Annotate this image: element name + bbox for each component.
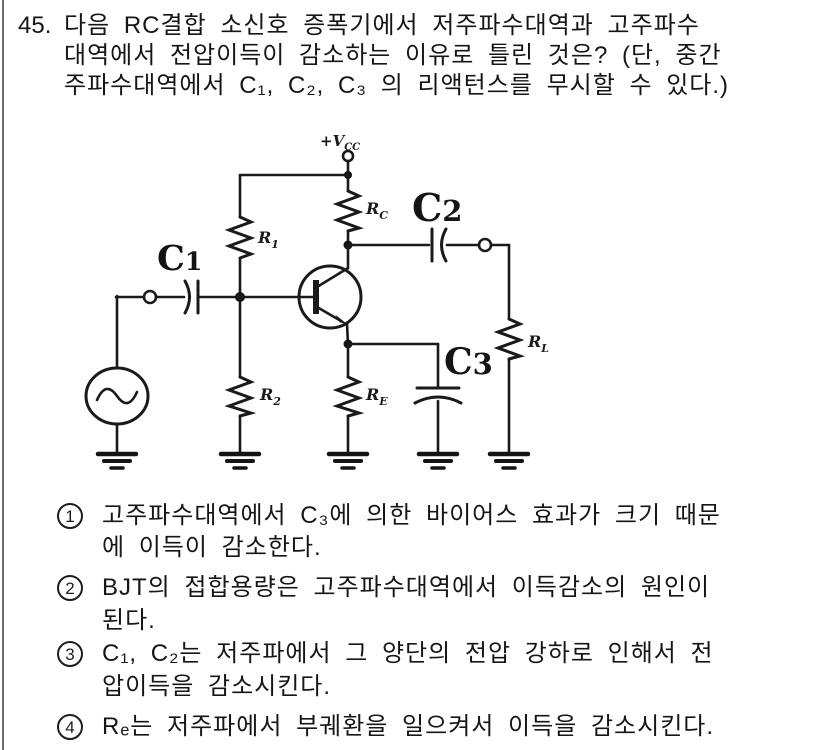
ground-symbol-rl bbox=[487, 451, 531, 470]
resistor-rl: RL bbox=[493, 243, 549, 454]
question-text-line1: 다음 RC결합 소신호 증폭기에서 저주파수대역과 고주파수 bbox=[64, 12, 700, 39]
svg-text:+VCC: +VCC bbox=[320, 132, 360, 153]
resistor-rc: RC bbox=[332, 173, 388, 246]
capacitor-c1: C1 bbox=[154, 238, 242, 315]
svg-text:C3: C3 bbox=[444, 341, 493, 383]
question-text-line3: 주파수대역에서 C₁, C₂, C₃ 의 리액턴스를 무시할 수 있다.) bbox=[64, 72, 730, 99]
svg-text:C1: C1 bbox=[157, 238, 202, 279]
svg-text:RE: RE bbox=[365, 385, 388, 408]
ground-symbol-c3 bbox=[416, 451, 460, 470]
ground-symbol-source bbox=[95, 451, 139, 470]
svg-text:R1: R1 bbox=[257, 228, 279, 251]
option-3-number: 3 bbox=[57, 641, 83, 667]
page-border-line bbox=[2, 0, 4, 750]
option-4-number: 4 bbox=[57, 714, 83, 740]
input-terminal bbox=[142, 289, 158, 305]
output-terminal bbox=[477, 237, 493, 253]
resistor-re: RE bbox=[332, 342, 388, 454]
option-1-text-line2: 에 이득이 감소한다. bbox=[102, 534, 322, 561]
resistor-r2: R2 bbox=[224, 295, 281, 454]
question-number: 45. bbox=[18, 12, 52, 39]
svg-text:C2: C2 bbox=[412, 185, 462, 230]
emitter-arrow bbox=[335, 314, 347, 324]
option-1-number: 1 bbox=[57, 503, 83, 529]
ac-source-icon bbox=[84, 294, 150, 454]
ground-symbol-r2 bbox=[218, 451, 262, 470]
capacitor-c2: C2 bbox=[346, 185, 511, 263]
svg-text:RC: RC bbox=[365, 199, 388, 222]
option-3-text-line1: C₁, C₂는 저주파에서 그 양단의 전압 강하로 인해서 전 bbox=[102, 640, 714, 667]
svg-text:R2: R2 bbox=[259, 385, 281, 408]
option-2-text-line2: 된다. bbox=[102, 607, 156, 634]
ground-symbol-re bbox=[326, 451, 370, 470]
svg-text:RL: RL bbox=[527, 332, 549, 355]
option-1-text-line1: 고주파수대역에서 C₃에 의한 바이어스 효과가 크기 때문 bbox=[102, 502, 721, 529]
capacitor-c3: C3 bbox=[346, 341, 493, 454]
question-text-line2: 대역에서 전압이득이 감소하는 이유로 틀린 것은? (단, 중간 bbox=[64, 42, 722, 69]
bjt-transistor bbox=[238, 244, 363, 346]
option-3-text-line2: 압이득을 감소시킨다. bbox=[102, 673, 332, 700]
option-4-text-line1: Rₑ는 저주파에서 부궤환을 일으켜서 이득을 감소시킨다. bbox=[102, 713, 715, 740]
circuit-diagram: +VCC R1 R2 RC C2 bbox=[84, 132, 549, 470]
vcc-terminal: +VCC bbox=[238, 132, 360, 179]
option-2-text-line1: BJT의 접합용량은 고주파수대역에서 이득감소의 원인이 bbox=[102, 574, 711, 601]
option-2-number: 2 bbox=[57, 575, 83, 601]
resistor-r1: R1 bbox=[224, 173, 279, 299]
